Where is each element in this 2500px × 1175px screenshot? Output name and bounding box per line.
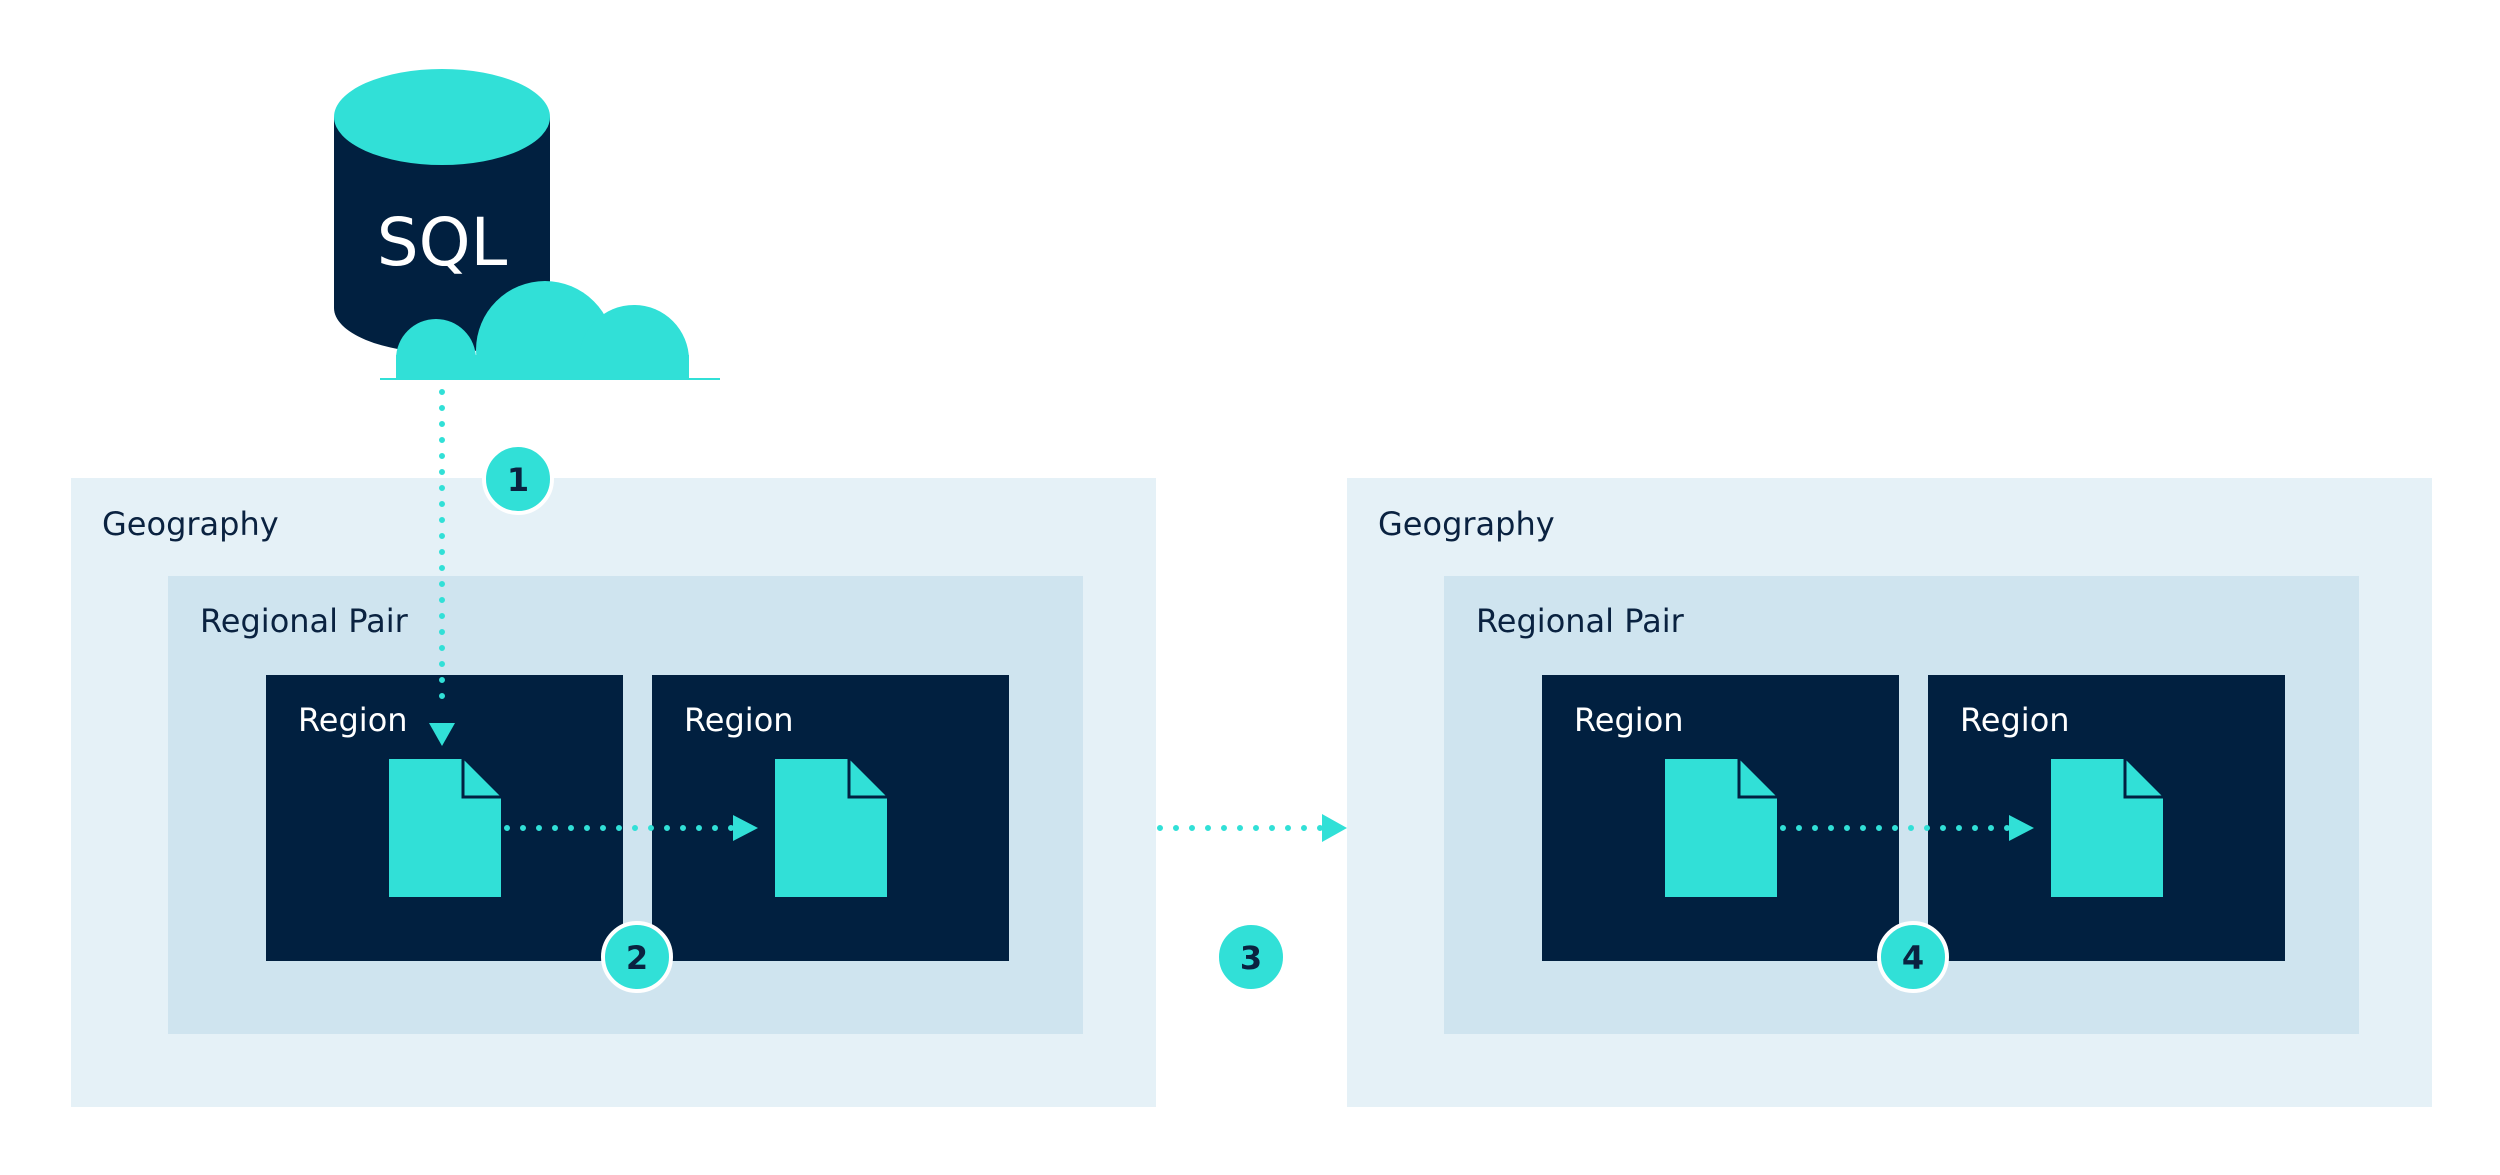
geography-1: Geography Regional Pair Region Region: [71, 478, 1156, 1107]
step-badge-2: 2: [601, 921, 673, 993]
file-icon: [1665, 759, 1777, 897]
step-badge-1: 1: [482, 443, 554, 515]
region-1b-label: Region: [684, 701, 794, 739]
arrow-head-icon: [2009, 815, 2034, 841]
regional-pair-2-label: Regional Pair: [1476, 602, 1685, 640]
arrow-head-icon: [1322, 814, 1347, 842]
geography-1-label: Geography: [102, 505, 279, 543]
database-top: [334, 69, 550, 165]
step-badge-3: 3: [1215, 921, 1287, 993]
database-label: SQL: [377, 204, 508, 281]
database-cloud-icon: SQL: [334, 69, 720, 440]
step-badge-3-label: 3: [1240, 939, 1262, 977]
file-icon: [775, 759, 887, 897]
region-2a-label: Region: [1574, 701, 1684, 739]
region-2b-label: Region: [1960, 701, 2070, 739]
database-body: [334, 117, 550, 353]
step-badge-2-label: 2: [626, 939, 648, 977]
geography-2-label: Geography: [1378, 505, 1555, 543]
regional-pair-1-label: Regional Pair: [200, 602, 409, 640]
file-icon: [389, 759, 501, 897]
region-1a-label: Region: [298, 701, 408, 739]
file-icon: [2051, 759, 2163, 897]
arrow-head-icon: [733, 815, 758, 841]
step-badge-4: 4: [1877, 921, 1949, 993]
step-badge-4-label: 4: [1902, 939, 1924, 977]
arrow-head-icon: [429, 723, 455, 746]
geography-2: Geography Regional Pair Region Region: [1347, 478, 2432, 1107]
step-badge-1-label: 1: [507, 461, 529, 499]
